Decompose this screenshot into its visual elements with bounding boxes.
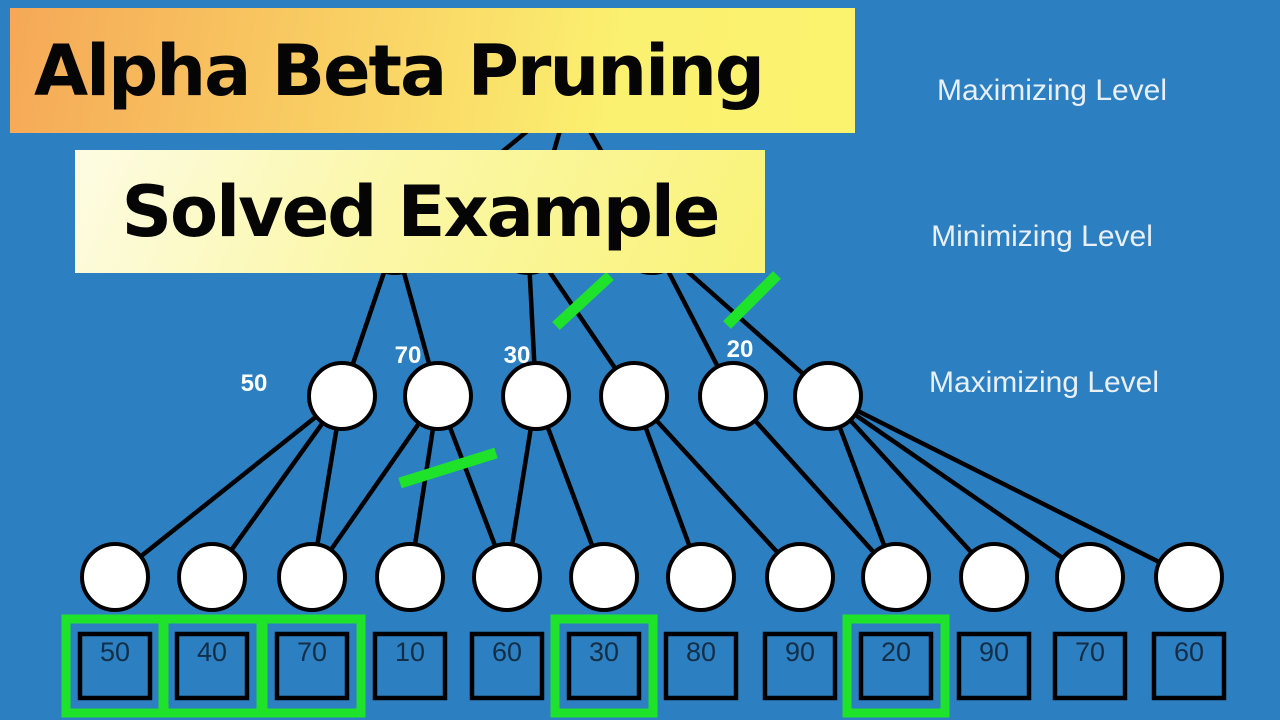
leaf-value-box-4	[469, 631, 545, 701]
title-text: Alpha Beta Pruning	[34, 29, 765, 112]
prune-mark-icon	[398, 447, 498, 489]
max-node-value-1: 70	[395, 342, 422, 369]
tree-node-leaf-0	[80, 542, 150, 612]
tree-edge	[826, 393, 1191, 580]
tree-node-leaf-11	[1154, 542, 1224, 612]
leaf-value-box-7	[762, 631, 838, 701]
max-node-value-2: 30	[504, 342, 531, 369]
leaf-highlight-box-5	[550, 614, 658, 718]
leaf-value-box-1	[174, 631, 250, 701]
leaf-value-9: 90	[979, 637, 1009, 667]
leaf-value-4: 60	[492, 637, 522, 667]
tree-node-leaf-5	[569, 542, 639, 612]
leaf-value-7: 90	[785, 637, 815, 667]
tree-node-leaf-7	[765, 542, 835, 612]
tree-node-max-3	[599, 361, 669, 431]
tree-node-leaf-10	[1055, 542, 1125, 612]
tree-node-max-2	[501, 361, 571, 431]
max-node-value-0: 50	[241, 370, 268, 397]
tree-edge	[113, 394, 344, 579]
level-label-maximizing-root: Maximizing Level	[936, 74, 1168, 107]
tree-node-leaf-6	[666, 542, 736, 612]
tree-edge	[731, 394, 898, 579]
leaf-value-8: 20	[881, 637, 911, 667]
tree-node-leaf-4	[472, 542, 542, 612]
leaf-value-3: 10	[395, 637, 425, 667]
tree-edge	[632, 394, 802, 579]
leaf-highlight-box-8	[842, 614, 950, 718]
leaf-value-box-11	[1151, 631, 1227, 701]
leaf-value-box-8	[858, 631, 934, 701]
prune-mark-icon	[552, 271, 614, 331]
leaf-value-box-6	[663, 631, 739, 701]
tree-node-max-0	[307, 361, 377, 431]
tree-node-leaf-8	[861, 542, 931, 612]
tree-node-leaf-9	[959, 542, 1029, 612]
title-banner: Alpha Beta Pruning	[10, 8, 855, 133]
subtitle-text: Solved Example	[121, 170, 721, 253]
leaf-value-box-10	[1052, 631, 1128, 701]
level-label-maximizing-mid: Maximizing Level	[928, 366, 1160, 399]
tree-edge	[310, 394, 440, 579]
tree-edge	[210, 394, 344, 579]
leaf-value-box-3	[372, 631, 448, 701]
tree-edge	[826, 394, 1092, 579]
tree-edge	[826, 394, 996, 579]
leaf-value-box-0	[77, 631, 153, 701]
leaf-value-box-2	[274, 631, 350, 701]
tree-node-max-4	[698, 361, 768, 431]
leaf-value-10: 70	[1075, 637, 1105, 667]
max-node-value-4: 20	[727, 336, 754, 363]
leaf-value-6: 80	[686, 637, 716, 667]
tree-node-leaf-1	[177, 542, 247, 612]
tree-node-leaf-2	[277, 542, 347, 612]
tree-node-max-5	[793, 361, 863, 431]
level-label-minimizing: Minimizing Level	[931, 220, 1153, 253]
leaf-highlight-box-2	[258, 614, 366, 718]
tree-node-leaf-3	[375, 542, 445, 612]
leaf-value-0: 50	[100, 637, 130, 667]
tree-node-max-1	[403, 361, 473, 431]
leaf-value-box-5	[566, 631, 642, 701]
leaf-value-2: 70	[297, 637, 327, 667]
leaf-value-1: 40	[197, 637, 227, 667]
leaf-value-box-9	[956, 631, 1032, 701]
leaf-value-11: 60	[1174, 637, 1204, 667]
prune-mark-icon	[723, 271, 781, 329]
leaf-value-5: 30	[589, 637, 619, 667]
subtitle-banner: Solved Example	[75, 150, 765, 273]
